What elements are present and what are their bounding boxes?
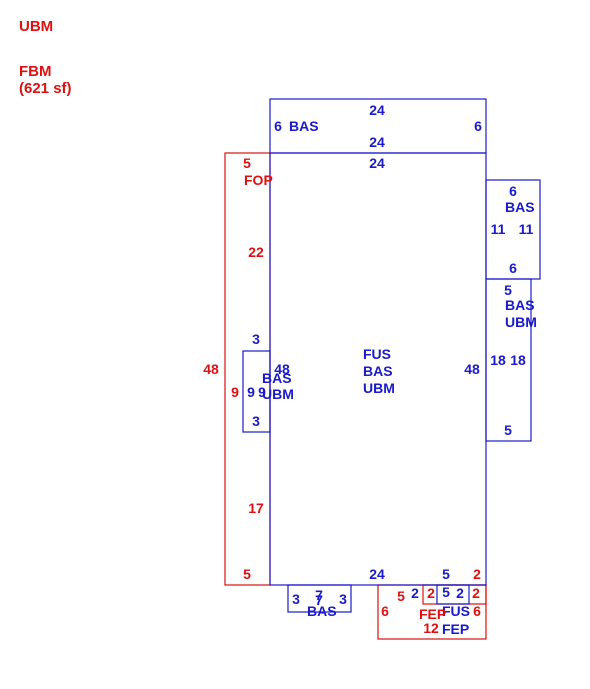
fop-right-upper-dim: 22 bbox=[248, 244, 264, 260]
fus-small-top-dim: 5 bbox=[442, 584, 450, 600]
legend-fbm-area: (621 sf) bbox=[19, 80, 72, 97]
fus-small-right-red-dim: 2 bbox=[472, 585, 480, 601]
legend-fbm: FBM bbox=[19, 63, 52, 80]
main-bottom-dim: 24 bbox=[369, 566, 385, 582]
fep-label: FEP bbox=[419, 606, 446, 622]
right-bas2-ubm-label: UBM bbox=[505, 314, 537, 330]
right-bas2-bas-label: BAS bbox=[505, 297, 535, 313]
right-bas1-label: BAS bbox=[505, 199, 535, 215]
right-bas-area-2 bbox=[485, 278, 532, 442]
right-bas2-right-dim: 18 bbox=[510, 352, 526, 368]
fus-small-label: FUS bbox=[442, 603, 470, 619]
fop-inner-left-dim: 9 bbox=[231, 384, 239, 400]
left-bas-top-dim: 3 bbox=[252, 331, 260, 347]
fus-small-left-red-dim: 2 bbox=[427, 585, 435, 601]
fep-right-dim: 6 bbox=[473, 603, 481, 619]
bottom-bas-label: BAS bbox=[307, 603, 337, 619]
fep-left-dim: 6 bbox=[381, 603, 389, 619]
legend-ubm: UBM bbox=[19, 18, 54, 35]
top-bas-left-dim: 6 bbox=[274, 118, 282, 134]
right-bas2-bottom-dim: 5 bbox=[504, 422, 512, 438]
fep-top-right-dim: 2 bbox=[473, 566, 481, 582]
left-bas-bottom-dim: 3 bbox=[252, 413, 260, 429]
fep-small-label: FEP bbox=[442, 621, 469, 637]
fep-top-dim: 5 bbox=[397, 588, 405, 604]
right-bas1-left-dim: 11 bbox=[491, 221, 506, 237]
top-bas-right-dim: 6 bbox=[474, 118, 482, 134]
top-bas-top-dim: 24 bbox=[369, 102, 385, 118]
bottom-bas-left-dim: 3 bbox=[292, 591, 300, 607]
fep-bottom-dim: 12 bbox=[423, 620, 439, 636]
fop-top-dim: 5 bbox=[243, 155, 251, 171]
fop-left-dim: 48 bbox=[203, 361, 219, 377]
main-right-dim: 48 bbox=[464, 361, 480, 377]
fop-area bbox=[224, 152, 271, 586]
fop-label: FOP bbox=[244, 172, 273, 188]
main-bas-label: BAS bbox=[363, 363, 393, 379]
main-top-dim: 24 bbox=[369, 155, 385, 171]
main-ubm-label: UBM bbox=[363, 380, 395, 396]
fus-small-left-dim: 2 bbox=[411, 585, 419, 601]
main-bottom-right-dim: 5 bbox=[442, 566, 450, 582]
fus-small-area bbox=[436, 584, 470, 605]
left-bas-bas-label: BAS bbox=[262, 370, 292, 386]
right-bas2-top-dim: 5 bbox=[504, 282, 512, 298]
bottom-bas-right-dim: 3 bbox=[339, 591, 347, 607]
bottom-bas-top-dim: 7 bbox=[315, 587, 323, 603]
left-bas-left-dim: 9 bbox=[247, 384, 255, 400]
fop-right-lower-dim: 17 bbox=[248, 500, 264, 516]
fop-bottom-dim: 5 bbox=[243, 566, 251, 582]
top-bas-bottom-dim: 24 bbox=[369, 134, 385, 150]
bottom-bas-bottom-dim: 7 bbox=[315, 592, 323, 608]
right-bas2-left-dim: 18 bbox=[490, 352, 506, 368]
right-bas1-right-dim: 11 bbox=[519, 221, 534, 237]
fus-small-right-dim: 2 bbox=[456, 585, 464, 601]
right-bas1-top-dim: 6 bbox=[509, 183, 517, 199]
left-bas-ubm-label: UBM bbox=[262, 386, 294, 402]
left-bas-right-dim: 9 bbox=[258, 384, 266, 400]
left-bas-area bbox=[242, 350, 271, 433]
main-fus-label: FUS bbox=[363, 346, 391, 362]
right-bas1-bottom-dim: 6 bbox=[509, 260, 517, 276]
top-bas-label: BAS bbox=[289, 118, 319, 134]
bottom-bas-area bbox=[287, 584, 352, 613]
main-left-dim: 48 bbox=[274, 361, 290, 377]
